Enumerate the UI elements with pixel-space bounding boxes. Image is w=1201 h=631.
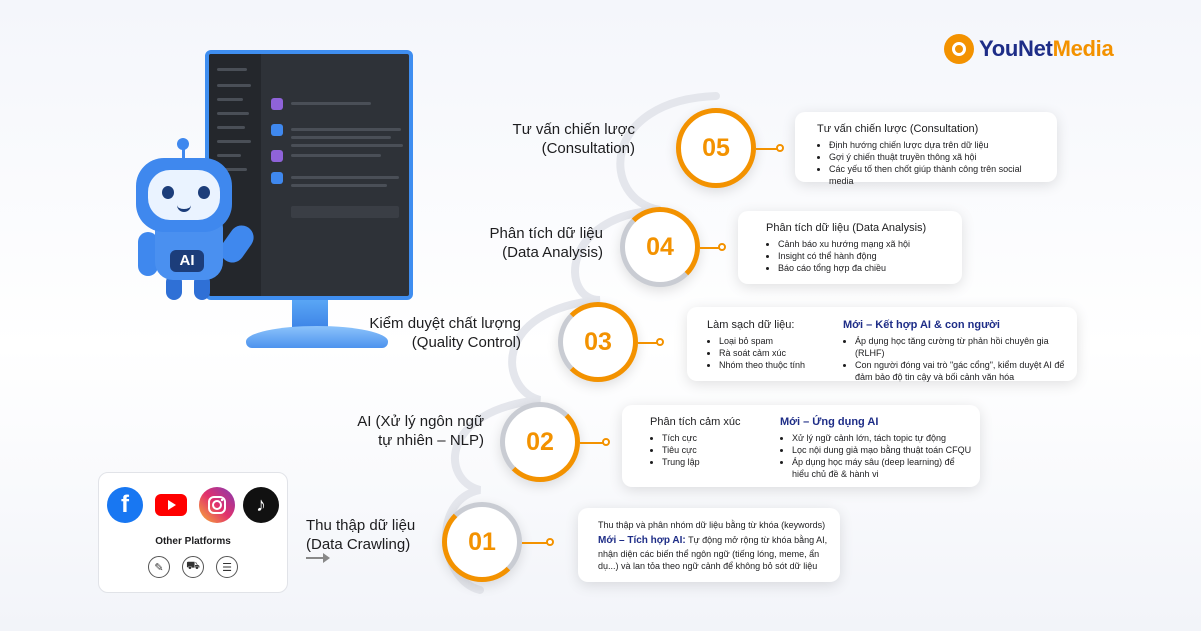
connector-dot-01 <box>546 538 554 546</box>
robot-eye <box>162 186 174 199</box>
robot-arm <box>138 232 158 276</box>
connector-dot-05 <box>776 144 784 152</box>
card-data-crawling: Thu thập và phân nhóm dữ liệu bằng từ kh… <box>578 508 840 582</box>
robot-antenna-tip <box>177 138 189 150</box>
list-item: Xử lý ngữ cảnh lớn, tách topic tự động <box>792 432 974 444</box>
list-item: Áp dụng học máy sâu (deep learning) để h… <box>792 456 974 480</box>
stage-circle-01: 01 <box>442 502 522 582</box>
monitor-base <box>246 326 388 348</box>
robot-ai-badge: AI <box>170 250 204 272</box>
connector-dot-03 <box>656 338 664 346</box>
logo-mark-icon <box>944 34 974 64</box>
robot-leg <box>166 274 182 300</box>
other-platforms-label: Other Platforms <box>155 536 231 547</box>
list-item: Tích cực <box>662 432 770 444</box>
card-quality-control: Làm sạch dữ liệu: Loại bỏ spam Rà soát c… <box>687 307 1077 383</box>
card-nlp: Phân tích cảm xúc Tích cực Tiêu cực Trun… <box>622 405 980 487</box>
card-data-analysis: Phân tích dữ liệu (Data Analysis) Cảnh b… <box>738 211 962 284</box>
list-item: Loại bỏ spam <box>719 335 827 347</box>
connector-02 <box>580 442 604 444</box>
list-item: Insight có thể hành động <box>778 250 950 262</box>
stage-label-05: Tư vấn chiến lược(Consultation) <box>512 121 635 157</box>
document-icon: ✎ <box>148 556 170 578</box>
monitor-illustration <box>205 50 413 300</box>
list-item: Định hướng chiến lược dựa trên dữ liệu <box>829 139 1045 151</box>
new-feature-label: Mới – Tích hợp AI: <box>598 535 686 546</box>
list-item: Nhóm theo thuộc tính <box>719 359 827 371</box>
youtube-icon <box>153 487 189 523</box>
connector-dot-04 <box>718 243 726 251</box>
stage-circle-03: 03 <box>558 302 638 382</box>
connector-03 <box>638 342 658 344</box>
news-icon: ☰ <box>216 556 238 578</box>
list-item: Các yếu tố then chốt giúp thành công trê… <box>829 163 1045 187</box>
tiktok-icon: ♪ <box>243 487 279 523</box>
robot-eye <box>198 186 210 199</box>
card-text: Tự động mở rộng từ khóa bằng AI, nhận di… <box>598 535 828 571</box>
list-item: Gợi ý chiến thuật truyền thông xã hội <box>829 151 1045 163</box>
list-item: Tiêu cực <box>662 444 770 456</box>
instagram-icon <box>199 487 235 523</box>
new-feature-title: Mới – Kết hợp AI & con người <box>843 319 1000 331</box>
list-item: Con người đóng vai trò "gác cổng", kiểm … <box>855 359 1071 383</box>
brand-name: YouNetMedia <box>979 36 1114 61</box>
list-item: Trung lập <box>662 456 770 468</box>
stage-label-04: Phân tích dữ liệu(Data Analysis) <box>489 225 603 261</box>
stage-label-03: Kiểm duyệt chất lượng(Quality Control) <box>369 315 521 351</box>
connector-04 <box>700 247 720 249</box>
connector-dot-02 <box>602 438 610 446</box>
new-feature-title: Mới – Ứng dụng AI <box>780 416 879 428</box>
connector-05 <box>756 148 778 150</box>
card-title: Phân tích dữ liệu (Data Analysis) <box>766 222 927 234</box>
stage-circle-05: 05 <box>676 108 756 188</box>
monitor-stand <box>292 300 328 330</box>
list-item: Rà soát cảm xúc <box>719 347 827 359</box>
robot-leg <box>194 274 210 300</box>
list-item: Lọc nội dung giả mạo bằng thuật toán CFQ… <box>792 444 974 456</box>
card-title: Phân tích cảm xúc <box>650 416 741 428</box>
stage-circle-02: 02 <box>500 402 580 482</box>
stage-label-01: Thu thập dữ liệu(Data Crawling) <box>306 517 416 553</box>
list-item: Cảnh báo xu hướng mạng xã hội <box>778 238 950 250</box>
platforms-panel: f ♪ Other Platforms ✎ ⛟ ☰ <box>98 472 288 593</box>
card-line: Thu thập và phân nhóm dữ liệu bằng từ kh… <box>598 520 826 530</box>
list-item: Báo cáo tổng hợp đa chiều <box>778 262 950 274</box>
robot-antenna <box>182 146 185 160</box>
cart-icon: ⛟ <box>182 556 204 578</box>
robot-mouth <box>177 202 191 212</box>
connector-01 <box>522 542 548 544</box>
arrow-right-icon <box>306 553 330 563</box>
brand-logo: YouNetMedia <box>944 34 1114 64</box>
card-title: Tư vấn chiến lược (Consultation) <box>817 123 979 135</box>
stage-circle-04: 04 <box>620 207 700 287</box>
card-title: Làm sạch dữ liệu: <box>707 319 795 331</box>
list-item: Áp dụng học tăng cường từ phản hồi chuyê… <box>855 335 1071 359</box>
facebook-icon: f <box>107 487 143 523</box>
card-paragraph: Mới – Tích hợp AI: Tự động mở rộng từ kh… <box>598 534 830 572</box>
card-consultation: Tư vấn chiến lược (Consultation) Định hư… <box>795 112 1057 186</box>
